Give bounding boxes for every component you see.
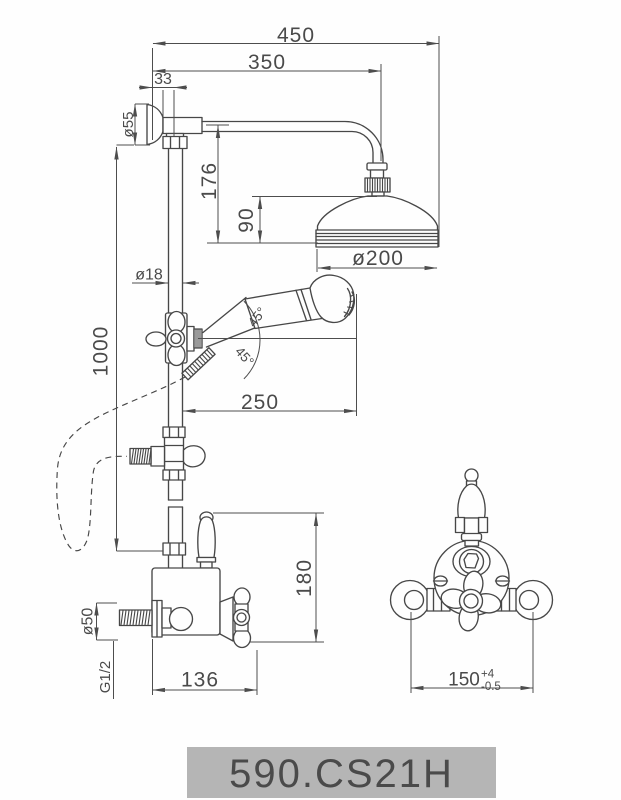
slider-bracket	[145, 310, 203, 367]
product-code: 590.CS21H	[229, 752, 454, 796]
dim-head-height-90: 90	[235, 195, 377, 244]
thread-size-annotation: G1/2	[97, 641, 114, 699]
hose-inlet-threads	[129, 447, 152, 465]
dim-valve-width-136: 136	[151, 639, 258, 695]
dim-450-label: 450	[277, 24, 315, 47]
valve-front-knob	[168, 606, 194, 632]
thermostatic-valve-front-view	[389, 468, 554, 632]
dim-250-label: 250	[241, 391, 279, 414]
dim-150-tol-plus: +4	[481, 669, 495, 681]
riser-pipe	[167, 148, 184, 569]
hose-inlet-flange	[150, 445, 166, 467]
dim-200-label: ø200	[352, 247, 404, 270]
dim-180-label: 180	[293, 559, 316, 597]
inlet-thread-side	[118, 609, 153, 627]
diverter-knob	[182, 445, 206, 468]
dim-150-tol-minus: -0.5	[481, 681, 501, 693]
dim-riser-diameter-18: ø18	[132, 267, 199, 286]
dim-1000-label: 1000	[90, 326, 113, 377]
dim-inlet-flange-50: ø50	[80, 602, 118, 641]
diverter-valve	[129, 426, 206, 481]
dim-90-label: 90	[235, 207, 258, 232]
dim-valve-height-180: 180	[213, 512, 324, 643]
shower-arm	[201, 120, 384, 164]
dim-handset-reach-250: 250	[182, 294, 358, 416]
dim-350-label: 350	[248, 51, 286, 74]
overhead-shower-head	[315, 195, 439, 248]
dim-head-diameter-200: ø200	[316, 247, 438, 272]
flexible-hose	[56, 376, 186, 552]
connector-ribs	[366, 177, 389, 193]
cross-handle-side	[232, 587, 252, 649]
dim-overall-projection-450: 450	[152, 24, 440, 247]
thermostatic-valve-side-view	[118, 511, 252, 649]
hand-shower	[202, 274, 356, 348]
dim-head-drop-176: 176	[198, 124, 318, 244]
holder-cone-lower-edge	[205, 326, 257, 348]
dim-wall-clearance-33: 33	[139, 71, 187, 136]
dim-inlet-centres-150: 150 +4 -0.5	[410, 612, 534, 693]
fixing-screw-right	[494, 575, 511, 587]
wall-flange	[146, 103, 203, 150]
dim-150-label: 150	[448, 670, 480, 691]
angle-45-lower-label: 45°	[232, 344, 257, 369]
dim-50-label: ø50	[80, 608, 97, 636]
product-label: 590.CS21H	[187, 747, 496, 798]
dim-55-label: ø55	[120, 112, 137, 138]
shower-head-connector	[364, 162, 391, 197]
thread-g12-label: G1/2	[97, 661, 114, 694]
bracket-handle-left-arm	[145, 331, 167, 347]
dim-flange-diameter-55: ø55	[120, 103, 150, 146]
fixing-screw-left	[432, 575, 449, 587]
lever-handle-front	[454, 468, 489, 547]
dim-136-label: 136	[181, 669, 219, 692]
hand-shower-face-rim	[348, 291, 356, 316]
hand-shower-head	[309, 274, 355, 324]
dim-176-label: 176	[198, 162, 221, 200]
valve-bonnet	[219, 596, 234, 642]
product-label-box	[187, 747, 496, 798]
dim-33-label: 33	[154, 71, 172, 88]
hose-stub-hatched	[181, 347, 216, 381]
dim-arm-projection-350: 350	[152, 51, 382, 161]
valve-top-hex	[463, 552, 480, 569]
lever-handle-side	[196, 511, 217, 569]
cross-handle-front	[440, 570, 502, 632]
holder-cone-upper-edge	[202, 296, 247, 334]
dim-riser-length-1000: 1000	[90, 144, 163, 552]
dim-18-label: ø18	[135, 267, 163, 284]
